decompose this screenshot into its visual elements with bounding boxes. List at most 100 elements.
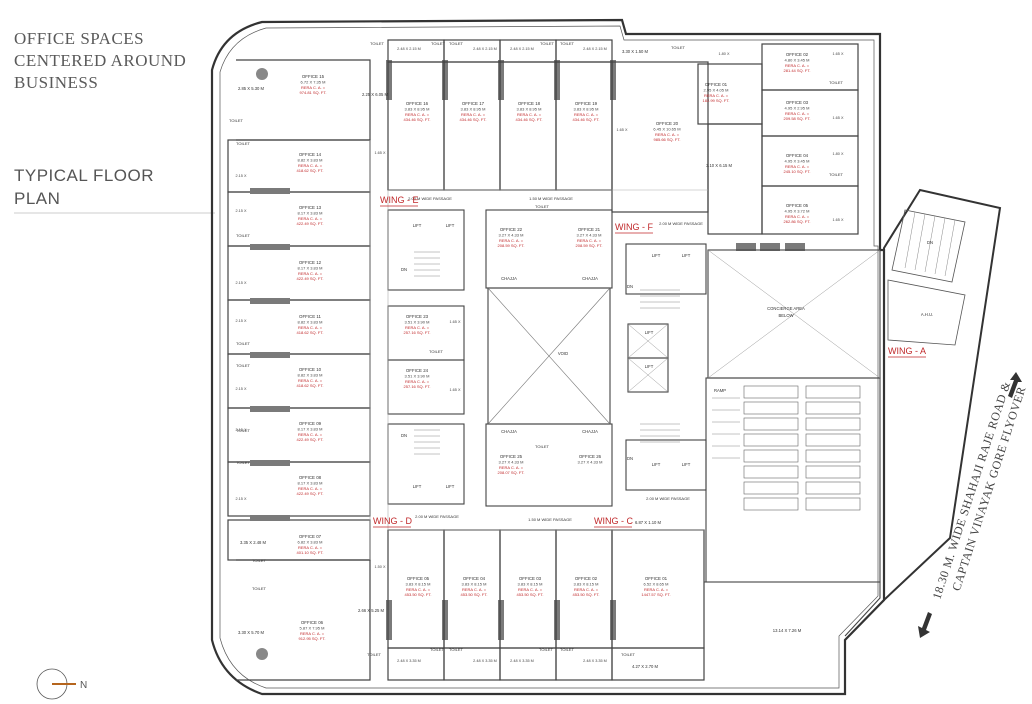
dimension-label: 2.48 X 3.35 M [397,659,421,663]
toilet-label: TOILET [535,444,549,449]
central-core [387,209,707,507]
toilet-label: TOILET [621,652,635,657]
room-name: OFFICE 13 [299,205,322,210]
misc-label: 3.30 X 5.70 M [238,630,265,635]
room-dimension: 3.83 X 8.15 M [406,582,431,587]
arrow-down-icon [918,612,932,638]
room-25: OFFICE 263.27 X 4.33 M [578,454,603,465]
room-dimension: 5.87 X 7.95 M [300,626,325,631]
room-name: OFFICE 12 [299,260,322,265]
passage-label: 2.00 M WIDE PASSAGE [408,196,452,201]
dimension-label: 2.48 X 3.35 M [510,659,534,663]
toilet-label: TOILET [449,41,463,46]
wing-a-annex [883,188,1002,603]
room-name: OFFICE 24 [406,368,429,373]
room-name: OFFICE 19 [575,101,598,106]
dimension-label: 1.65 X [833,218,844,222]
misc-label: DN [401,267,407,272]
wing-label: WING - F [615,222,653,232]
room-name: OFFICE 21 [578,227,601,232]
dimension-label: 2.15 X [236,319,247,323]
room-area-value: 418.62 SQ. FT. [297,330,324,335]
room-name: OFFICE 01 [705,82,728,87]
top-office-row [387,39,709,213]
misc-label: 4.27 X 2.70 M [632,664,659,669]
dimension-label: 2.15 X [236,428,247,432]
toilet-label: TOILET [671,45,685,50]
room-area-value: 434.46 SQ. FT. [404,117,431,122]
room-name: OFFICE 07 [299,534,322,539]
room-name: OFFICE 22 [500,227,523,232]
room-area-label: RERA C. A. = [704,93,729,98]
misc-label: CHAJJA [501,429,517,434]
misc-label: RAMP [714,388,726,393]
room-area-label: RERA C. A. = [655,132,680,137]
room-area-label: RERA C. A. = [298,378,323,383]
room-area-value: 208.59 SQ. FT. [498,243,525,248]
room-area-label: RERA C. A. = [405,112,430,117]
misc-label: CHAJJA [582,429,598,434]
room-area-label: RERA C. A. = [785,63,810,68]
room-area-value: 257.16 SQ. FT. [404,384,431,389]
room-dimension: 8.17 X 3.83 M [298,427,323,432]
room-area-label: RERA C. A. = [405,379,430,384]
misc-label: DN [627,456,633,461]
concierge-diagonals [707,249,881,379]
room-area-label: RERA C. A. = [298,216,323,221]
room-dimension: 3.83 X 8.15 M [518,582,543,587]
room-name: OFFICE 23 [406,314,429,319]
room-name: OFFICE 08 [299,475,322,480]
misc-label: VOID [558,351,568,356]
room-area-label: RERA C. A. = [499,238,524,243]
room-area-value: 912.95 SQ. FT. [299,636,326,641]
misc-label: A.H.U. [921,312,933,317]
dimension-label: 1.65 X [450,320,461,324]
room-area-label: RERA C. A. = [298,163,323,168]
room-area-value: 418.62 SQ. FT. [297,168,324,173]
misc-label: BELOW [778,313,793,318]
room-name: OFFICE 25 [500,454,523,459]
room-area-label: RERA C. A. = [461,112,486,117]
wing-label: WING - E [380,195,419,205]
room-dimension: 3.83 X 8.95 M [517,107,542,112]
bottom-office-row [387,529,705,681]
room-dimension: 3.83 X 8.95 M [405,107,430,112]
title-line-3: BUSINESS [14,73,99,92]
room-area-label: RERA C. A. = [574,112,599,117]
room-name: OFFICE 18 [518,101,541,106]
misc-label: LIFT [413,484,422,489]
room-name: OFFICE 06 [301,620,324,625]
room-dimension: 8.82 X 3.83 M [298,373,323,378]
wing-a-stair-treads [904,211,956,277]
room-area-value: 208.59 SQ. FT. [576,243,603,248]
room-name: OFFICE 01 [645,576,668,581]
room-area-label: RERA C. A. = [517,112,542,117]
room-area-value: 434.46 SQ. FT. [516,117,543,122]
misc-label: 6.87 X 1.10 M [635,520,662,525]
toilet-label: TOILET [429,349,443,354]
toilet-label: TOILET [449,647,463,652]
room-area-label: RERA C. A. = [301,85,326,90]
dimension-label: 2.48 X 2.15 M [473,47,497,51]
wing-a-stair [891,209,966,283]
room-dimension: 3.27 X 4.33 M [499,233,524,238]
misc-label: LIFT [446,484,455,489]
toilet-label: TOILET [430,647,444,652]
room-name: OFFICE 03 [519,576,542,581]
title-line-2: CENTERED AROUND [14,51,187,70]
toilet-label: TOILET [431,41,445,46]
dimension-label: 2.15 X [236,174,247,178]
room-area-label: RERA C. A. = [406,587,431,592]
room-area-value: 453.50 SQ. FT. [573,592,600,597]
room-area-value: 453.50 SQ. FT. [461,592,488,597]
toilet-label: TOILET [540,41,554,46]
